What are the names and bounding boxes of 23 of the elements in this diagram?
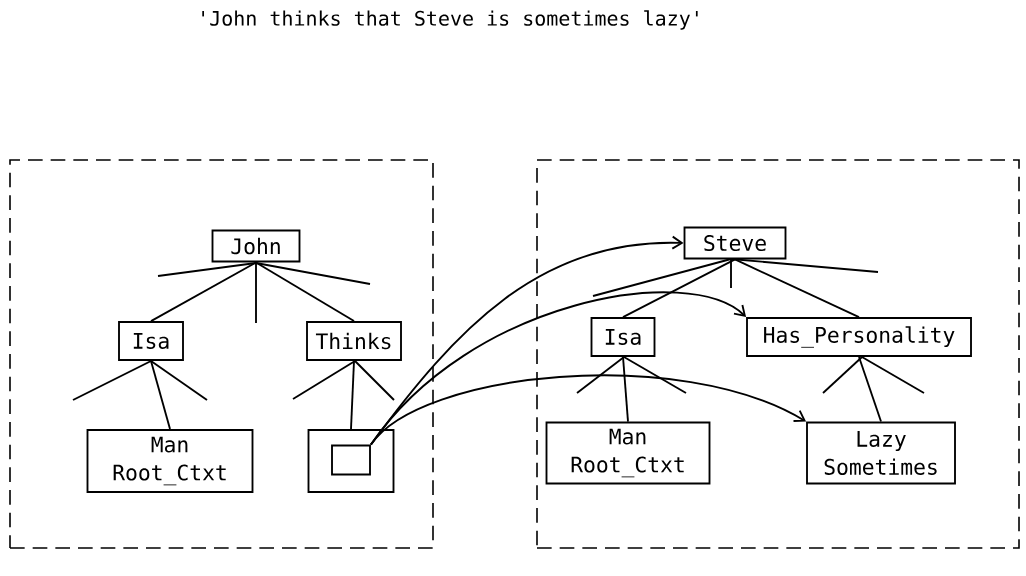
- link-line: [622, 258, 736, 318]
- concept-box: John: [211, 229, 301, 263]
- link-line: [622, 356, 629, 423]
- relation-box: Isa: [118, 321, 184, 361]
- context-frame: [536, 159, 1020, 549]
- context-box: [307, 429, 395, 493]
- arrow: [370, 374, 807, 446]
- concept-box: Man Root_Ctxt: [545, 421, 711, 485]
- link-line: [255, 261, 355, 322]
- link-line: [734, 258, 860, 318]
- concept-box: Lazy Sometimes: [806, 421, 956, 485]
- relation-box: Thinks: [306, 321, 402, 361]
- link-line: [150, 261, 257, 322]
- concept-box: Steve: [683, 226, 787, 260]
- link-line: [350, 360, 355, 430]
- relation-box: Isa: [590, 317, 656, 357]
- relation-box: Has_Personality: [746, 317, 972, 357]
- nested-context-box: [331, 444, 371, 476]
- link-line: [858, 356, 882, 423]
- concept-box: Man Root_Ctxt: [86, 429, 254, 493]
- link-line: [150, 360, 171, 430]
- title: 'John thinks that Steve is sometimes lazy': [202, 10, 698, 30]
- context-frame: [9, 159, 434, 549]
